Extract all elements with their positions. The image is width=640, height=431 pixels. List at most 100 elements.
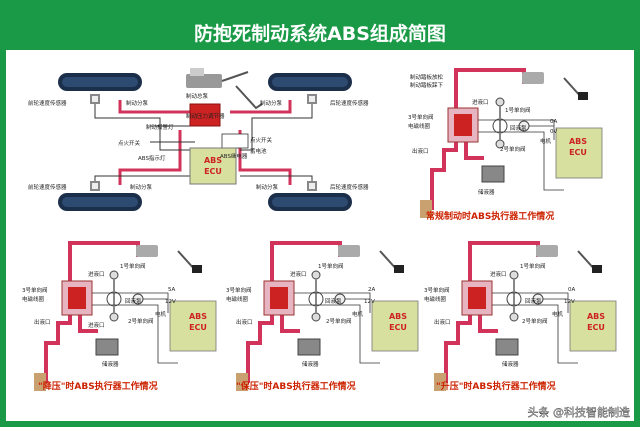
panel-3-ecu-box (569, 300, 617, 352)
p3-ecu-line1: ABS (587, 312, 605, 321)
p0-reservoir-label: 储液器 (478, 188, 495, 196)
panel-1-wires (92, 292, 178, 364)
panel-1-wire-coil (92, 292, 169, 313)
panel-0-ecu-box (555, 127, 603, 179)
panel-2-wheel-cylinder-icon (236, 373, 248, 391)
p3-reservoir-label: 储液器 (502, 360, 519, 368)
abs-lamp-label: ABS指示灯 (138, 154, 166, 162)
p0-press-label: 制动踏板踩下 (410, 81, 444, 89)
p1-caption: "降压"时ABS执行器工作情况 (38, 380, 158, 392)
pump-tl-label: 制动分泵 (126, 99, 149, 107)
p2-motor-label: 电机 (352, 310, 364, 318)
pressure-modulator-icon (189, 103, 221, 127)
panel-3-wire-ground (492, 304, 578, 364)
p0-valve1-label: 1号单向阀 (505, 106, 531, 114)
p0-motor-label: 电机 (540, 137, 552, 145)
rear-right-tire (268, 193, 352, 211)
fl-sensor-label: 前轮速度传感器 (28, 99, 67, 107)
main-title: 防抱死制动系统ABS组成简图 (194, 22, 446, 45)
p0-voltage: 0V (550, 129, 557, 135)
panel-0-wire-coil (478, 119, 555, 140)
panel-2-wire-coil (294, 292, 371, 313)
p3-voltage: 12V (564, 299, 575, 305)
p0-caption: 常规制动时ABS执行器工作情况 (426, 210, 554, 222)
p2-current: 2A (368, 287, 375, 293)
p3-inlet-label: 进液口 (490, 270, 507, 278)
p1-current: 5A (168, 287, 175, 293)
rr-sensor-label: 后轮速度传感器 (330, 183, 369, 191)
p3-valve3-label: 3号单向阀 (424, 286, 450, 294)
p0-valve3-label: 3号单向阀 (408, 113, 434, 121)
panel-ecu-labels: ABS ECU ABS ECU ABS ECU ABS ECU (189, 137, 605, 332)
p2-return-pump-label: 回液泵 (325, 297, 342, 305)
panel-1-valve2-icon (109, 312, 119, 322)
battery-label: 蓄电池 (250, 147, 267, 155)
panel-2-schematic (236, 241, 419, 391)
panel-3-reservoir-icon (495, 338, 519, 356)
overview-section: ABS ECU 前轮速度传感器 前轮速度传感器 后轮速度传感器 后轮速度传感器 … (28, 68, 369, 211)
abs-relay-icon (221, 133, 249, 149)
p2-caption: "保压"时ABS执行器工作情况 (236, 380, 356, 392)
panel-1-valve1-icon (109, 270, 119, 280)
panel-1-ecu-box (169, 300, 217, 352)
panel-3-wires (492, 292, 578, 364)
p3-ecu-line2: ECU (587, 323, 605, 332)
p2-ecu-line1: ABS (389, 312, 407, 321)
relay-label: ABS继电器 (220, 152, 248, 160)
p0-valve2-label: 2号单向阀 (500, 145, 526, 153)
p1-voltage: 12V (165, 299, 176, 305)
front-right-tire (268, 73, 352, 91)
panel-2-wire-ground (294, 304, 380, 364)
panel-3-wire-coil (492, 292, 569, 313)
panel-0-schematic (420, 68, 603, 218)
p1-reservoir-label: 储液器 (102, 360, 119, 368)
rear-right-sensor-icon (307, 181, 317, 191)
p0-inlet-label: 进液口 (472, 98, 489, 106)
p3-current: 0A (568, 287, 575, 293)
panel-3-valve2-icon (509, 312, 519, 322)
panel-0-pedal-pad-icon (578, 92, 588, 100)
p0-ecu-line1: ABS (569, 137, 587, 146)
p3-valve1-label: 1号单向阀 (520, 262, 546, 270)
master-label: 制动总泵 (186, 92, 209, 100)
p1-valve2-label: 2号单向阀 (128, 317, 154, 325)
master-cylinder-icon (186, 68, 263, 110)
front-right-sensor-icon (307, 94, 317, 104)
pump-bl-label: 制动分泵 (130, 183, 153, 191)
panel-1-wheel-cylinder-icon (34, 373, 46, 391)
p2-valve3-label: 3号单向阀 (226, 286, 252, 294)
p1-valve1-label: 1号单向阀 (120, 262, 146, 270)
panel-3-master-cylinder-icon (536, 245, 558, 257)
overview-ecu-line2: ECU (204, 167, 222, 176)
p1-outlet-label: 出液口 (34, 318, 51, 326)
p3-motor-label: 电机 (552, 310, 564, 318)
panel-3-solenoid-valve-icon (461, 280, 493, 316)
p2-ecu-line2: ECU (389, 323, 407, 332)
panel-2-pedal-pad-icon (394, 265, 404, 273)
p0-current: 0A (550, 119, 557, 125)
pump-tr-label: 制动分泵 (260, 99, 283, 107)
p2-coil-label: 电磁线圈 (226, 295, 249, 303)
brake-lamp-label: 制动报警灯 (146, 123, 174, 131)
panel-2-wires (294, 292, 380, 364)
pump-br-label: 制动分泵 (256, 183, 279, 191)
p0-outlet-label: 出液口 (412, 147, 429, 155)
p1-valve3-label: 3号单向阀 (22, 286, 48, 294)
watermark: 头条 @科技智能制造 (528, 405, 631, 419)
panel-1-reservoir-icon (95, 338, 119, 356)
p3-coil-label: 电磁线圈 (424, 295, 447, 303)
p1-return-label: 进液口 (88, 321, 105, 329)
panel-1-pedal-pad-icon (192, 265, 202, 273)
content-area (6, 50, 634, 421)
panel-0-reservoir-icon (481, 165, 505, 183)
p1-ecu-line2: ECU (189, 323, 207, 332)
panel-labels: 制动踏板放松 制动踏板踩下 进液口 1号单向阀 3号单向阀 电磁线圈 回液泵 电… (22, 73, 575, 368)
p2-inlet-label: 进液口 (290, 270, 307, 278)
p3-caption: "升压"时ABS执行器工作情况 (436, 380, 556, 392)
panel-3-pedal-pad-icon (592, 265, 602, 273)
panel-3-valve1-icon (509, 270, 519, 280)
panel-3-wheel-cylinder-icon (434, 373, 446, 391)
p3-valve2-label: 2号单向阀 (522, 317, 548, 325)
panel-0-wires (478, 119, 564, 191)
p2-outlet-label: 出液口 (236, 318, 253, 326)
